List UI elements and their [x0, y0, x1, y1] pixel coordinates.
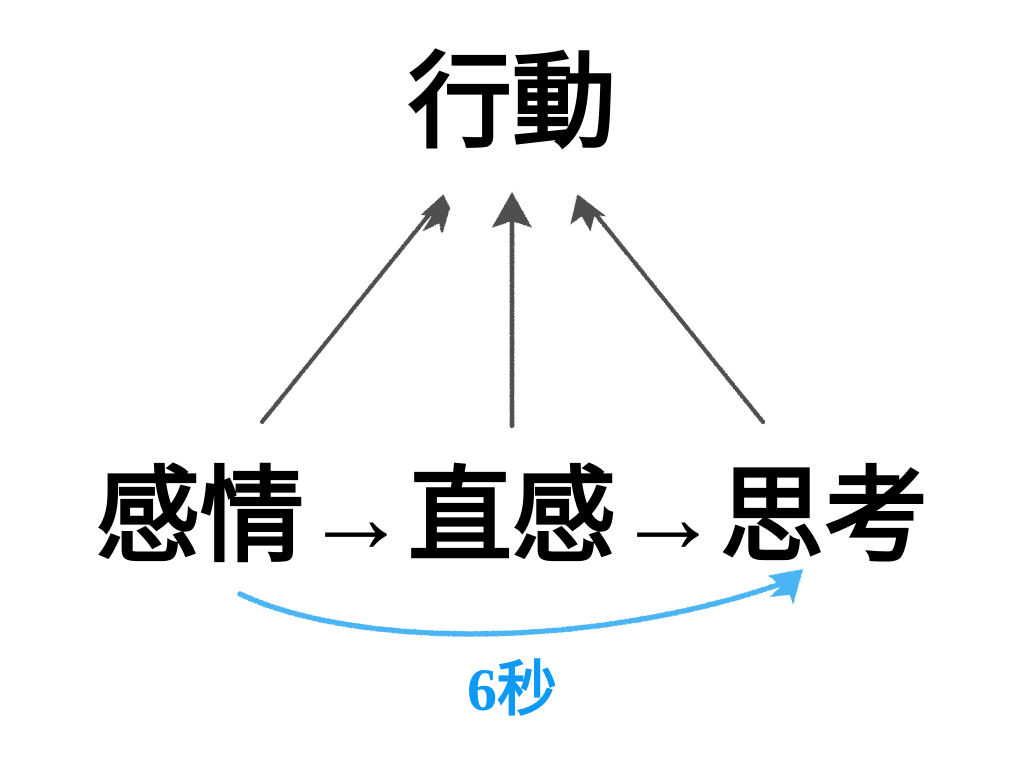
arrow-intuition-to-action — [491, 191, 533, 429]
arrow-emotion-to-action — [259, 194, 451, 425]
top-node-label: 行動 — [407, 46, 616, 161]
chain-label: 感情→直感→思考 — [95, 460, 928, 575]
duration-note-label: 6秒 — [467, 657, 557, 723]
arrow-thought-to-action — [570, 194, 766, 425]
arrow-duration-span — [237, 568, 804, 637]
